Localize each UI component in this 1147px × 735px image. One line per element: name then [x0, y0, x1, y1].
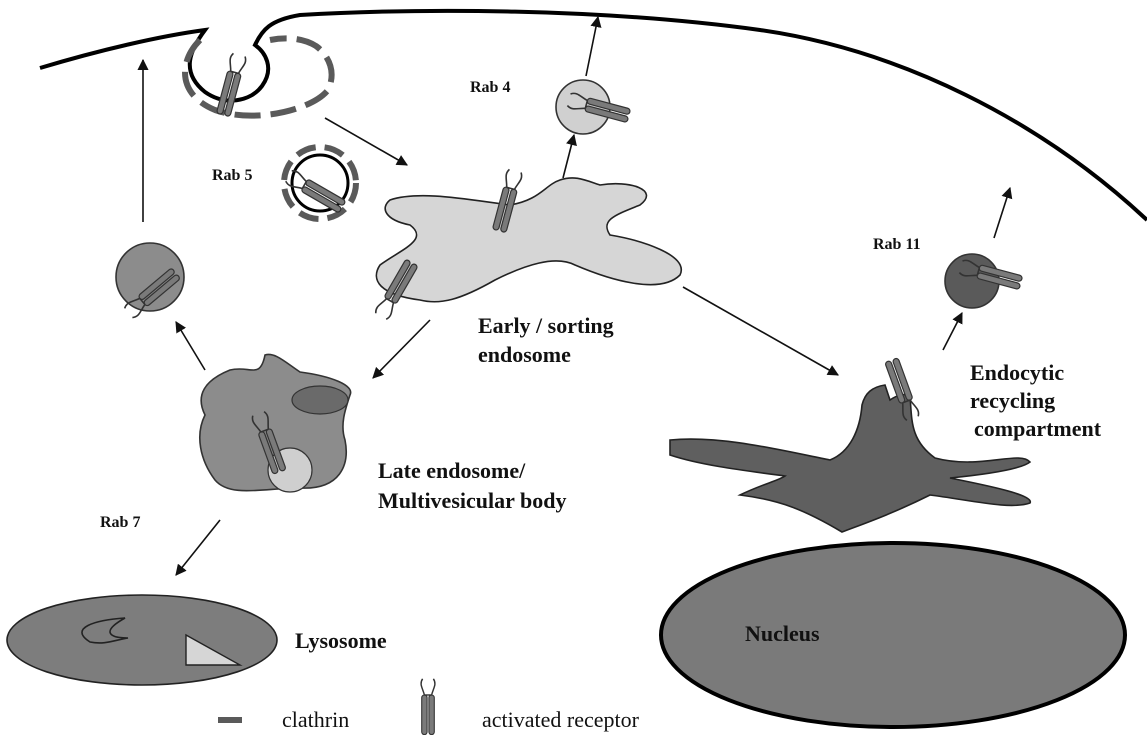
nucleus [661, 543, 1125, 727]
legend-clathrin-swatch [218, 717, 242, 723]
label-late-endosome-line2: Multivesicular body [378, 488, 566, 513]
mvb-inner-vesicle-dark [292, 386, 348, 414]
label-late-endosome-line1: Late endosome/ [378, 458, 526, 483]
legend: clathrin activated receptor [218, 679, 640, 735]
label-recycling-line2: recycling [970, 388, 1055, 413]
early-sorting-endosome [376, 178, 681, 302]
arrow-pit-to-early-endosome [325, 118, 407, 165]
arrow-late-to-lysosome [176, 520, 220, 575]
legend-clathrin-label: clathrin [282, 707, 349, 732]
label-lysosome: Lysosome [295, 628, 387, 653]
arrow-early-to-late [373, 320, 430, 378]
label-rab11: Rab 11 [873, 236, 921, 253]
label-recycling-line1: Endocytic [970, 360, 1064, 385]
arrow-early-to-rab4 [563, 135, 574, 178]
legend-receptor-label: activated receptor [482, 707, 640, 732]
label-recycling-line3: compartment [974, 416, 1102, 441]
label-nucleus: Nucleus [745, 621, 820, 646]
lysosome [7, 595, 277, 685]
arrow-recycling-to-rab11 [943, 313, 962, 350]
receptor-in-pit [216, 53, 247, 117]
arrow-rab11-to-membrane [994, 188, 1010, 238]
label-rab4: Rab 4 [470, 79, 510, 96]
label-rab7: Rab 7 [100, 514, 140, 531]
arrow-early-to-recycling [683, 287, 838, 375]
arrow-late-to-vesicle [176, 322, 205, 370]
label-rab5: Rab 5 [212, 167, 252, 184]
label-early-endosome-line1: Early / sorting [478, 313, 614, 338]
label-early-endosome-line2: endosome [478, 342, 571, 367]
legend-receptor-icon [421, 679, 435, 735]
arrow-rab4-to-membrane [586, 17, 598, 76]
